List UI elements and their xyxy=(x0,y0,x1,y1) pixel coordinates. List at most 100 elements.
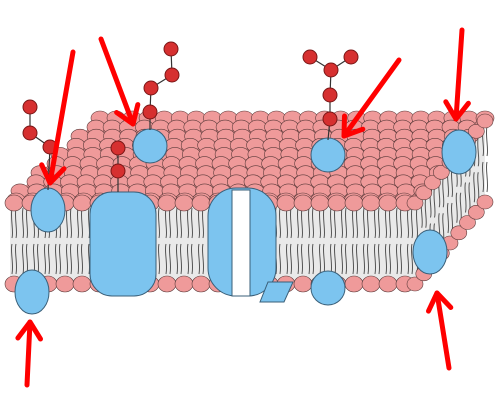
phospholipid-head xyxy=(467,205,485,220)
arrow-head xyxy=(15,319,43,342)
pointer-arrow-icon xyxy=(39,49,76,186)
phospholipid-head xyxy=(415,185,433,201)
fatty-acid-tail xyxy=(296,243,300,275)
carbohydrate-bead-icon xyxy=(322,111,338,127)
peripheral-protein-bottom-left xyxy=(14,269,50,315)
phospholipid-head xyxy=(476,113,494,129)
fatty-acid-tail xyxy=(179,243,183,275)
phospholipid-head xyxy=(191,275,211,293)
phospholipid-head xyxy=(361,194,381,212)
fatty-acid-tail xyxy=(311,207,315,239)
fatty-acid-tail xyxy=(201,243,205,275)
fatty-acid-tail xyxy=(296,207,300,239)
fatty-acid-tail xyxy=(481,161,485,193)
membrane-proteins xyxy=(14,128,477,315)
arrow-shaft xyxy=(453,27,465,122)
phospholipid-head xyxy=(476,194,494,210)
pointer-arrow-icon xyxy=(443,27,471,122)
glycoprotein-left-edge xyxy=(30,187,66,233)
fatty-acid-tail xyxy=(485,161,489,193)
carbohydrate-bead-icon xyxy=(302,49,318,65)
fatty-acid-tail xyxy=(76,207,80,239)
fatty-acid-tail xyxy=(442,177,445,208)
arrow-shaft xyxy=(47,49,76,186)
peripheral-protein-fragment xyxy=(259,281,294,303)
fatty-acid-tail xyxy=(190,207,194,239)
fatty-acid-tail xyxy=(410,207,414,239)
phospholipid-head xyxy=(4,194,24,212)
fatty-acid-tail xyxy=(43,243,47,275)
arrow-shaft xyxy=(341,57,402,139)
fatty-acid-tail xyxy=(175,207,179,239)
fatty-acid-tail xyxy=(318,243,322,275)
fatty-acid-tail xyxy=(65,243,69,275)
phospholipid-head xyxy=(378,194,398,212)
fatty-acid-tail xyxy=(433,187,436,218)
fatty-acid-tail xyxy=(344,207,348,239)
fatty-acid-tail xyxy=(384,243,388,275)
fatty-acid-tail xyxy=(329,207,333,239)
carbohydrate-chains xyxy=(22,41,359,192)
phospholipid-head xyxy=(467,124,485,139)
phospholipid-head xyxy=(157,275,177,293)
fatty-acid-tail xyxy=(373,243,377,275)
phospholipid-head xyxy=(55,275,75,293)
carbohydrate-bead-icon xyxy=(323,62,339,78)
fatty-acid-tail xyxy=(406,243,410,275)
pointer-arrow-icon xyxy=(98,36,141,127)
fatty-acid-tail xyxy=(10,243,14,275)
phospholipid-head xyxy=(191,194,211,212)
fatty-acid-tail xyxy=(424,197,427,228)
phospholipid-head xyxy=(293,275,313,293)
fatty-acid-tail xyxy=(87,207,91,239)
pointer-arrow-icon xyxy=(426,290,454,371)
carbohydrate-bead-icon xyxy=(143,80,159,96)
fatty-acid-tail xyxy=(410,243,414,275)
phospholipid-head xyxy=(344,194,364,212)
carbohydrate-bead-icon xyxy=(22,99,38,115)
carbohydrate-bead-icon xyxy=(343,49,359,65)
fatty-acid-tail xyxy=(399,243,403,275)
arrow-head xyxy=(341,113,366,139)
fatty-acid-tail xyxy=(485,125,489,157)
carbohydrate-bead-icon xyxy=(110,140,126,156)
phospholipid-head xyxy=(459,215,476,230)
fatty-acid-tail xyxy=(285,243,289,275)
fatty-acid-tail xyxy=(333,243,337,275)
fatty-acid-tail xyxy=(362,207,366,239)
fatty-acid-tail xyxy=(300,243,304,275)
carbohydrate-bead-icon xyxy=(322,87,338,103)
phospholipid-head xyxy=(157,194,177,212)
phospholipid-head xyxy=(406,195,424,211)
arrow-head xyxy=(443,99,471,122)
fatty-acid-tail xyxy=(399,207,403,239)
channel-pore xyxy=(231,189,251,297)
fatty-acid-tail xyxy=(395,207,399,239)
fatty-acid-tail xyxy=(54,243,58,275)
fatty-acid-tail xyxy=(362,243,366,275)
fatty-acid-tail xyxy=(388,243,392,275)
fatty-acid-tail xyxy=(80,243,84,275)
fatty-acid-tail xyxy=(307,207,311,239)
fatty-acid-tail xyxy=(377,207,381,239)
fatty-acid-tail xyxy=(340,207,344,239)
fatty-acid-tail xyxy=(289,207,293,239)
fatty-acid-tail xyxy=(87,243,91,275)
transport-protein-right-face xyxy=(412,229,448,275)
phospholipid-heads-top-surface xyxy=(6,110,495,208)
fatty-acid-tail xyxy=(278,243,282,275)
phospholipid-head xyxy=(361,275,381,293)
fatty-acid-tail xyxy=(351,243,355,275)
phospholipid-head xyxy=(174,275,194,293)
fatty-acid-tail xyxy=(14,243,18,275)
fatty-acid-tail xyxy=(25,207,29,239)
carbohydrate-bead-icon xyxy=(163,41,179,57)
fatty-acid-tail xyxy=(464,182,467,213)
fatty-acid-tail xyxy=(186,243,190,275)
fatty-acid-tail xyxy=(69,243,73,275)
fatty-acid-tail xyxy=(355,243,359,275)
fatty-acid-tail xyxy=(21,207,25,239)
pointer-arrow-icon xyxy=(15,319,43,388)
arrow-head xyxy=(114,102,141,127)
